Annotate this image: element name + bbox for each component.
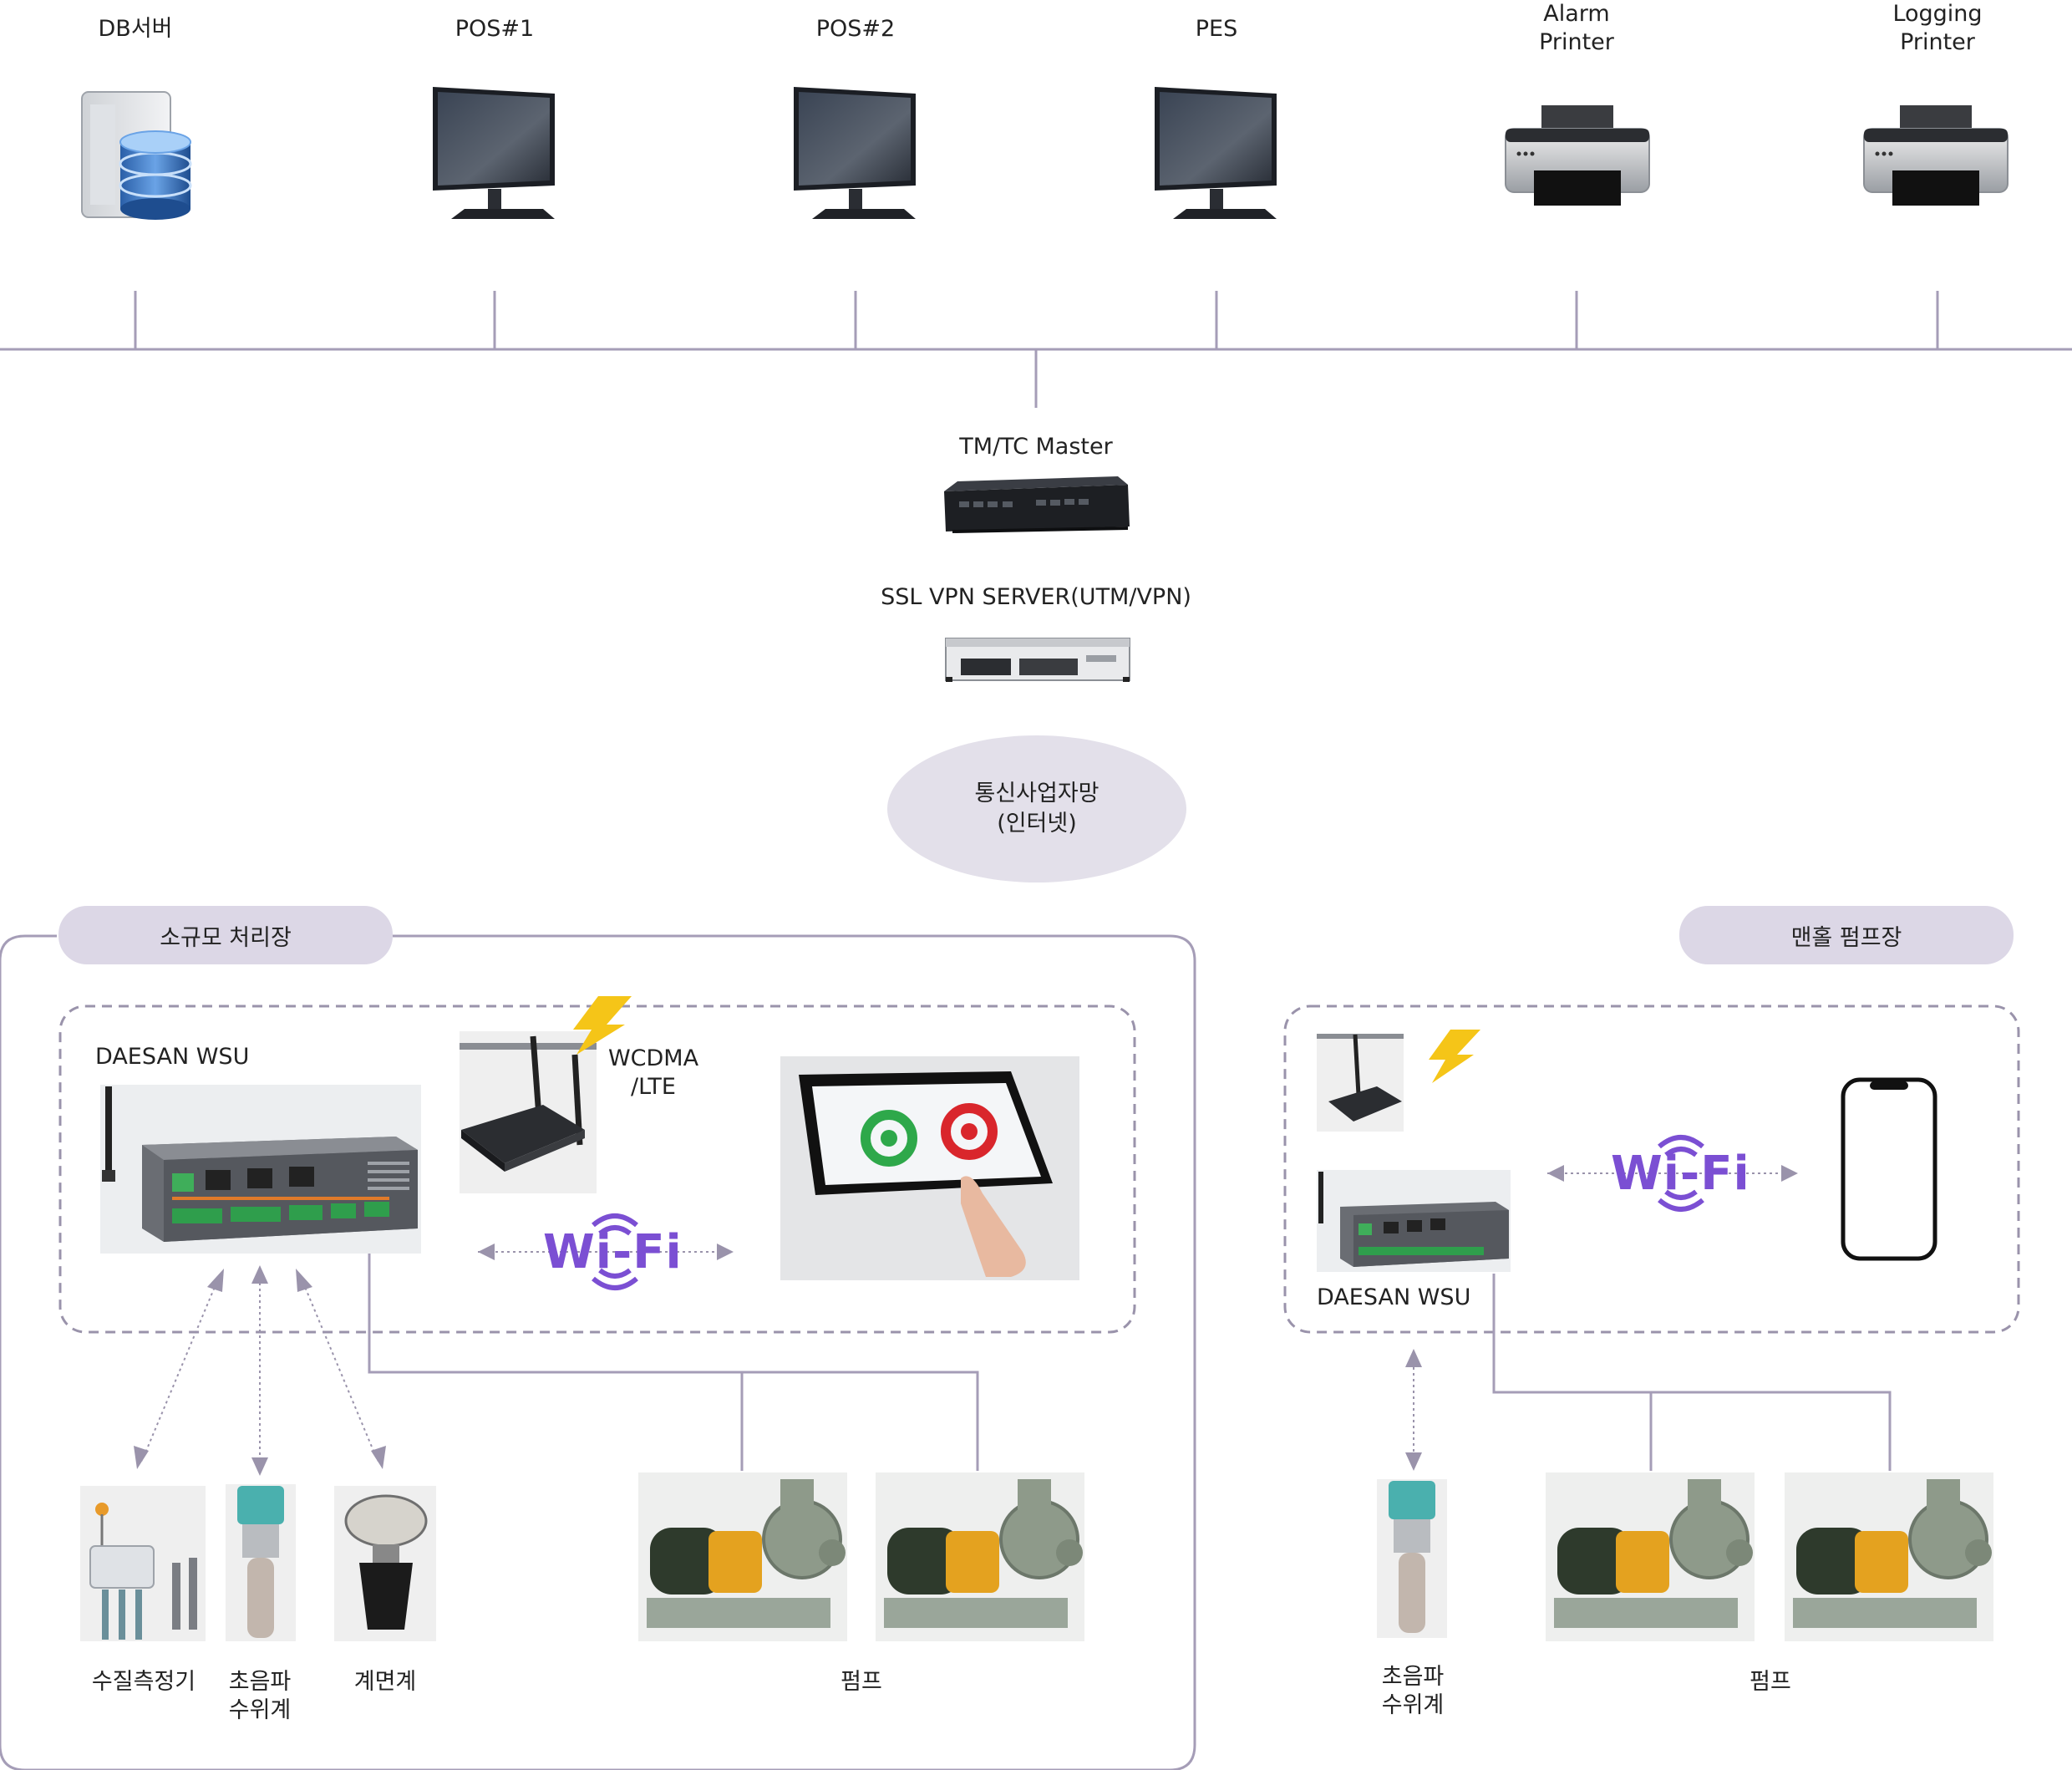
monitor-icon-pos1 bbox=[433, 87, 555, 219]
right-dashed-group bbox=[1283, 1005, 2020, 1334]
monitor-icon-pos2 bbox=[794, 87, 916, 219]
label-pump-right: 펌프 bbox=[1750, 1669, 1791, 1695]
wifi-logo-left: Wi-Fi bbox=[543, 1225, 683, 1279]
wsu-device-left bbox=[100, 1085, 421, 1254]
monitor-icon-pes bbox=[1155, 87, 1277, 219]
label-water-quality: 수질측정기 bbox=[91, 1669, 196, 1695]
lightning-bolt-icon bbox=[573, 996, 632, 1055]
router-device-left bbox=[460, 1031, 597, 1193]
wsu-device-right bbox=[1317, 1170, 1511, 1272]
ultrasonic-level-meter-left bbox=[226, 1484, 296, 1641]
label-pes: PES bbox=[1195, 16, 1238, 42]
smartphone-device bbox=[1841, 1077, 1937, 1261]
label-wcdma: WCDMA /LTE bbox=[607, 1045, 699, 1100]
left-site-frame bbox=[0, 934, 1196, 1770]
pump-image-3 bbox=[1546, 1472, 1755, 1641]
label-wsu-right: DAESAN WSU bbox=[1317, 1284, 1471, 1310]
wifi-logo-right: Wi-Fi bbox=[1611, 1147, 1750, 1201]
label-db-server: DB서버 bbox=[98, 16, 173, 42]
ssl-vpn-server-device bbox=[945, 638, 1130, 682]
lightning-bolt-icon-right bbox=[1429, 1030, 1480, 1083]
wifi-signal-right bbox=[1658, 1135, 1704, 1212]
db-server-icon bbox=[81, 91, 192, 220]
left-dashed-group bbox=[58, 1005, 1136, 1334]
label-pump-left: 펌프 bbox=[840, 1669, 882, 1695]
pump-image-1 bbox=[638, 1472, 847, 1641]
pump-image-2 bbox=[876, 1472, 1084, 1641]
right-site-title: 맨홀 펌프장 bbox=[1679, 906, 2014, 964]
label-alarm-printer: Alarm Printer bbox=[1539, 1, 1614, 55]
left-site-title: 소규모 처리장 bbox=[58, 906, 393, 964]
label-logging-printer: Logging Printer bbox=[1892, 1, 1983, 55]
printer-icon-alarm bbox=[1505, 105, 1650, 206]
sensor-links-left bbox=[141, 1276, 378, 1466]
label-tm-tc-master: TM/TC Master bbox=[959, 434, 1113, 460]
label-level-meter: 계면계 bbox=[353, 1669, 417, 1695]
label-ultrasonic-left: 초음파 수위계 bbox=[228, 1669, 292, 1723]
wifi-signal-left bbox=[592, 1213, 638, 1290]
router-device-right bbox=[1317, 1034, 1404, 1132]
interface-level-meter bbox=[334, 1486, 436, 1641]
top-bus bbox=[0, 291, 2072, 408]
tablet-device bbox=[780, 1056, 1079, 1280]
label-pos2: POS#2 bbox=[815, 16, 896, 42]
carrier-network-cloud: 통신사업자망 (인터넷) bbox=[887, 735, 1186, 882]
ultrasonic-level-meter-right bbox=[1377, 1479, 1447, 1638]
wsu-pump-line-right bbox=[1492, 1274, 1892, 1471]
tm-tc-master-device bbox=[944, 476, 1130, 533]
pump-image-4 bbox=[1785, 1472, 1993, 1641]
label-ultrasonic-right: 초음파 수위계 bbox=[1381, 1664, 1445, 1718]
water-quality-meter bbox=[80, 1486, 206, 1641]
label-wsu-left: DAESAN WSU bbox=[95, 1044, 250, 1070]
printer-icon-logging bbox=[1863, 105, 2009, 206]
label-pos1: POS#1 bbox=[455, 16, 535, 42]
label-ssl-vpn: SSL VPN SERVER(UTM/VPN) bbox=[881, 584, 1191, 610]
wsu-pump-line-left bbox=[368, 1254, 979, 1471]
